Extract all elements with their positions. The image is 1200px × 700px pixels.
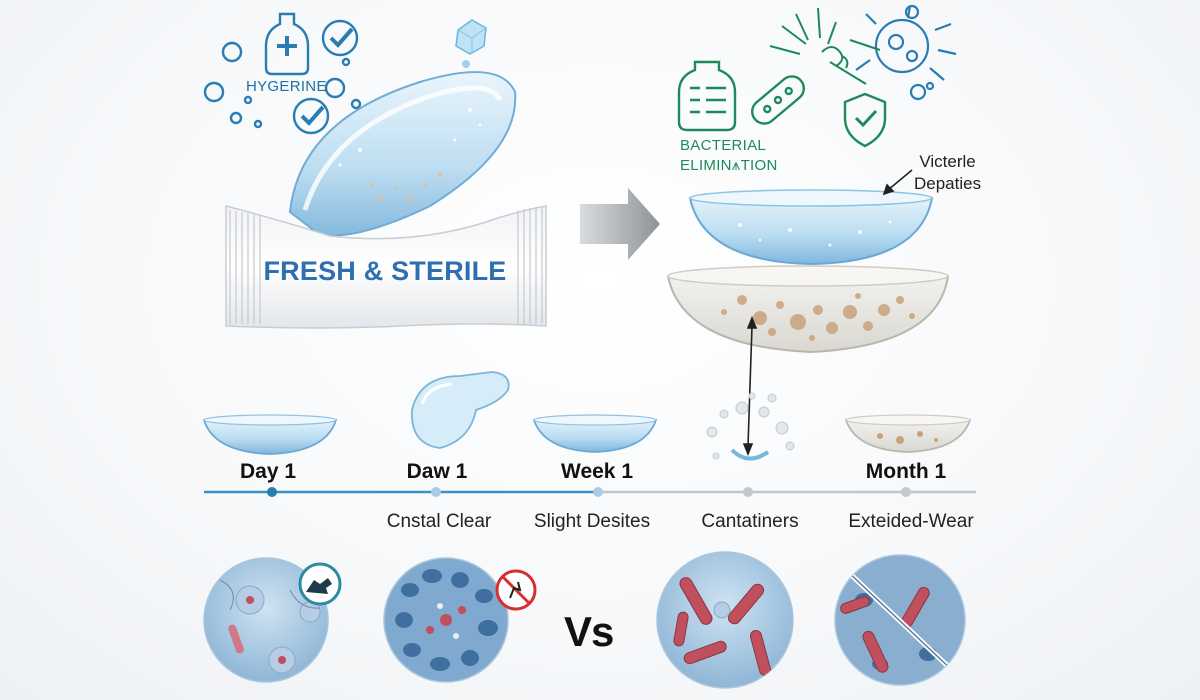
bacterial-icon-group (677, 60, 887, 148)
stage-label-3: Cantatiners (701, 511, 799, 532)
checkmark-icon (292, 97, 330, 135)
bacterial-label-line1: BACTERIAL (680, 137, 767, 154)
callout-label-line1: Victerle (919, 152, 976, 171)
microscope-view-1 (203, 557, 342, 683)
milestone-month1: Month 1 (865, 460, 947, 483)
stage-label-2: Slight Desites (533, 511, 651, 532)
bottle-plus-icon (264, 12, 310, 76)
bubble-icon (341, 57, 351, 67)
ice-cube-icon (455, 19, 487, 78)
timeline-lens-day1 (202, 414, 338, 455)
timeline-marker (267, 487, 277, 497)
hygiene-icon-group (203, 12, 362, 135)
timeline-marker (743, 487, 753, 497)
microscope-view-4 (834, 554, 966, 686)
sterile-package (225, 205, 547, 329)
callout-label: Victerle Depaties (914, 151, 981, 195)
stage-label-4: Exteided-Wear (848, 511, 974, 532)
shield-check-icon (843, 92, 887, 148)
hygiene-label: HYGERINE (246, 78, 327, 95)
timeline-marker (901, 487, 911, 497)
microscope-view-3 (656, 551, 794, 689)
timeline-marker (431, 487, 441, 497)
timeline-lens-week1 (532, 414, 658, 453)
bubble-icon (350, 98, 362, 110)
fresh-lens (288, 71, 517, 237)
callout-arrow (742, 169, 913, 457)
bacterial-label-line2: ELIMIN⩚TION (680, 157, 778, 174)
bacterium-icon (751, 75, 805, 125)
microbe-burst-icon (855, 4, 957, 101)
timeline-marker (593, 487, 603, 497)
timeline-track (204, 487, 976, 497)
stage-label-1: Cnstal Clear (386, 511, 492, 532)
bubble-icon (221, 41, 243, 63)
bacterial-elimination-label: BACTERIAL ELIMIN⩚TION (680, 136, 778, 176)
bubble-icon (324, 77, 346, 99)
milestone-day1: Day 1 (239, 460, 297, 483)
package-label: FRESH & STERILE (263, 256, 507, 286)
arrow-right-icon (580, 188, 660, 260)
bubble-icon (253, 119, 263, 129)
milestone-week1: Week 1 (561, 460, 633, 483)
milestone-daw1: Daw 1 (406, 460, 468, 483)
timeline-bubbles (706, 392, 795, 461)
checkmark-icon (321, 19, 359, 57)
bubble-icon (203, 81, 225, 103)
deposit-lens (666, 265, 950, 354)
elimination-burst (769, 7, 881, 85)
timeline-lens-month1 (844, 414, 972, 453)
jar-icon (677, 60, 737, 132)
bubble-icon (229, 111, 243, 125)
bubble-icon (243, 95, 253, 105)
timeline-lens-folded (411, 371, 510, 449)
microscope-view-2 (383, 557, 537, 683)
callout-label-line2: Depaties (914, 174, 982, 193)
vs-label: Vs (564, 608, 614, 655)
clean-lens (688, 189, 934, 266)
